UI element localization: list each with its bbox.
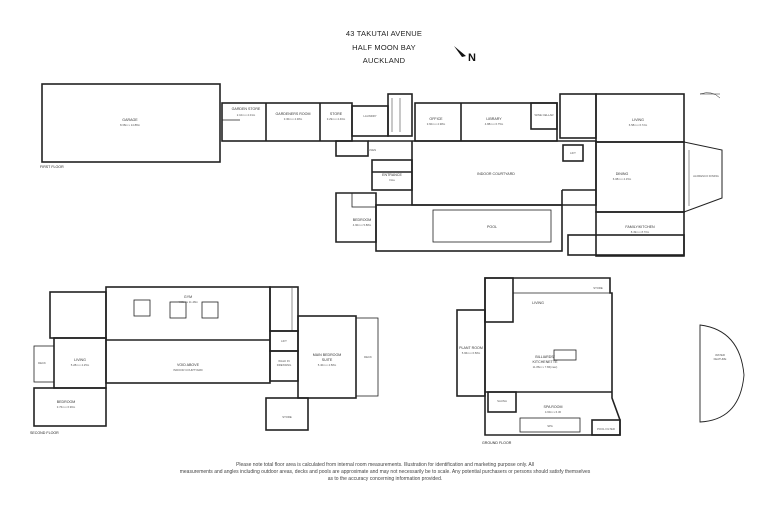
indoor-courtyard-name: INDOOR COURTYARD: [477, 172, 515, 176]
bedroom-name: BEDROOM: [353, 218, 372, 222]
deck-left-name: DECK: [38, 361, 46, 365]
sf-living-name: LIVING: [74, 358, 86, 362]
garage-dims: 8.38m x 14.88m: [120, 123, 141, 127]
entrance-dims: FHa: [389, 178, 395, 182]
north-label: N: [468, 52, 476, 64]
family-kitchen-name: FAMILY/KITCHEN: [625, 225, 655, 229]
void-sub: INDOOR COURTYARD: [173, 368, 202, 372]
gym-dims: 4.98m x 11.48m: [178, 300, 199, 304]
first-floor-label: FIRST FLOOR: [40, 165, 64, 169]
walk-in-name: WALK IN: [278, 359, 289, 363]
spa-name: SPA: [547, 424, 553, 428]
disclaimer-line-2: measurements and angles including outdoo…: [179, 469, 591, 475]
gf-store-name: STORE: [593, 286, 603, 290]
spa-room-dims: 4.60m x 6.30: [545, 410, 562, 414]
store-name: STORE: [330, 112, 343, 116]
spa-room-name: SPA ROOM: [544, 405, 563, 409]
wine-cellar-name: WINE CELLAR: [535, 113, 554, 117]
gym-name: GYM: [184, 295, 192, 299]
billiard-name: BILLIARDS/: [535, 355, 554, 359]
linen-name: LINEN: [368, 148, 376, 152]
sf-bedroom-name: BEDROOM: [57, 400, 76, 404]
water-feature-sub: FEATURE: [714, 357, 727, 361]
master-name: MAIN BEDROOM: [313, 353, 342, 357]
ground-floor-label: GROUND FLOOR: [482, 441, 512, 445]
ground-floor-walls: [456, 277, 745, 436]
alfresco-name: ALFRESCO DINING: [693, 174, 719, 178]
master-dims: 5.40m x 4.58m: [318, 363, 337, 367]
dining-dims: 6.08m x 4.15m: [613, 177, 632, 181]
address-line-1: 43 TAKUTAI AVENUE: [345, 29, 423, 38]
water-feature-name: WATER: [715, 353, 725, 357]
family-kitchen-dims: 8.49m x 8.70m: [631, 230, 650, 234]
sf-bedroom-dims: 3.76m x 6.96m: [57, 405, 76, 409]
entrance-name: ENTRANCE: [382, 173, 402, 177]
pool-name: POOL: [487, 225, 497, 229]
plant-room-name: PLANT ROOM: [459, 346, 483, 350]
deck-right-name: DECK: [364, 355, 372, 359]
void-name: VOID ABOVE: [177, 363, 200, 367]
lift-name: LIFT: [570, 151, 576, 155]
billiard-sub: KITCHENETTE: [533, 360, 559, 364]
plant-room-dims: 5.96m x 6.58m: [462, 351, 481, 355]
gardeners-room-name: GARDENERS ROOM: [276, 112, 311, 116]
laundry-name: LAUNDRY: [363, 114, 376, 118]
walk-in-sub: DRESSING: [277, 363, 292, 367]
billiard-dims: 11.86m x 7.86(max): [533, 365, 558, 369]
living-dims: 6.58m x 6.72m: [629, 123, 648, 127]
store-dims: 3.29m x 2.46m: [327, 117, 346, 121]
library-name: LIBRARY: [486, 117, 502, 121]
second-floor-walls: [33, 286, 379, 431]
first-floor-walls: [41, 83, 723, 257]
garage-name: GARAGE: [122, 118, 138, 122]
office-dims: 3.60m x 2.98m: [427, 122, 446, 126]
address-line-2: HALF MOON BAY: [352, 43, 416, 52]
disclaimer: Please note total floor area is calculat…: [150, 462, 620, 483]
dining-name: DINING: [616, 172, 629, 176]
master-sub: SUITE: [322, 358, 333, 362]
disclaimer-line-1: Please note total floor area is calculat…: [236, 462, 534, 468]
office-name: OFFICE: [429, 117, 443, 121]
sauna-name: SAUNA: [497, 399, 507, 403]
second-floor-label: SECOND FLOOR: [30, 431, 59, 435]
address-line-3: AUCKLAND: [362, 56, 406, 65]
garden-store-name: GARDEN STORE: [232, 107, 261, 111]
north-arrow-icon: [454, 46, 466, 57]
pool-filter-name: POOL FILTER: [597, 427, 615, 431]
disclaimer-line-3: as to the accuracy concerning informatio…: [327, 476, 443, 482]
living-name: LIVING: [632, 118, 644, 122]
bedroom-dims: 4.90m x 5.88m: [353, 223, 372, 227]
sf-living-dims: 5.28m x 4.25m: [71, 363, 90, 367]
sf-store-name: STORE: [282, 415, 292, 419]
gardeners-room-dims: 3.30m x 4.38m: [284, 117, 303, 121]
gf-living-name: LIVING: [532, 301, 544, 305]
sf-lift-name: LIFT: [281, 339, 287, 343]
library-dims: 4.88m x 6.75m: [485, 122, 504, 126]
garden-store-dims: 2.10m x 2.01m: [237, 113, 256, 117]
